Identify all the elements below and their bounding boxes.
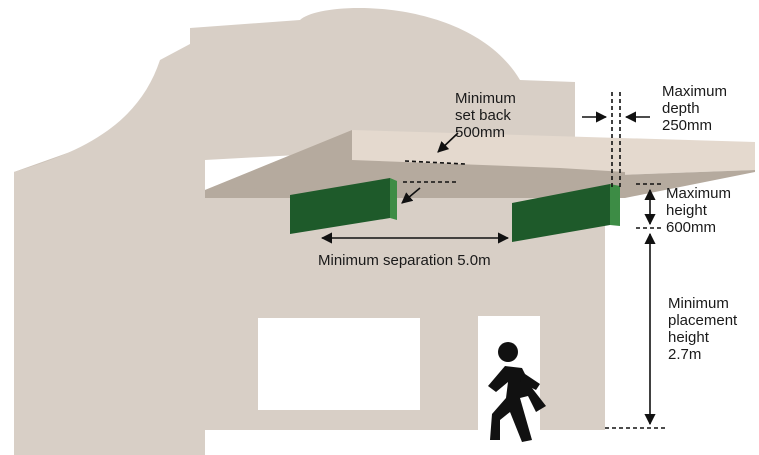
height-label-line2: height	[666, 202, 708, 219]
placement-label-line1: Minimum	[668, 295, 729, 312]
depth-dimension	[582, 92, 650, 190]
placement-label-line4: 2.7m	[668, 346, 701, 363]
placement-dimension	[605, 232, 668, 429]
shop-window	[258, 318, 420, 410]
setback-dimension	[401, 132, 466, 204]
depth-label-line1: Maximum	[662, 83, 727, 100]
sign-right-face	[512, 184, 610, 242]
sign-left-edge	[390, 178, 397, 220]
height-label-line1: Maximum	[666, 185, 731, 202]
depth-label-line3: 250mm	[662, 117, 712, 134]
sign-left	[290, 178, 397, 234]
height-label-line3: 600mm	[666, 219, 716, 236]
setback-label-line3: 500mm	[455, 124, 505, 141]
setback-label-line1: Minimum	[455, 90, 516, 107]
setback-label-line2: set back	[455, 107, 511, 124]
sign-left-face	[290, 178, 390, 234]
placement-label-line3: height	[668, 329, 710, 346]
sign-right-edge	[610, 184, 620, 226]
sign-right	[512, 184, 620, 242]
building-facade	[14, 7, 575, 455]
height-dimension	[636, 183, 664, 229]
pedestrian-icon	[488, 342, 546, 442]
separation-label: Minimum separation 5.0m	[318, 252, 491, 269]
placement-label-line2: placement	[668, 312, 738, 329]
depth-label-line2: depth	[662, 100, 700, 117]
